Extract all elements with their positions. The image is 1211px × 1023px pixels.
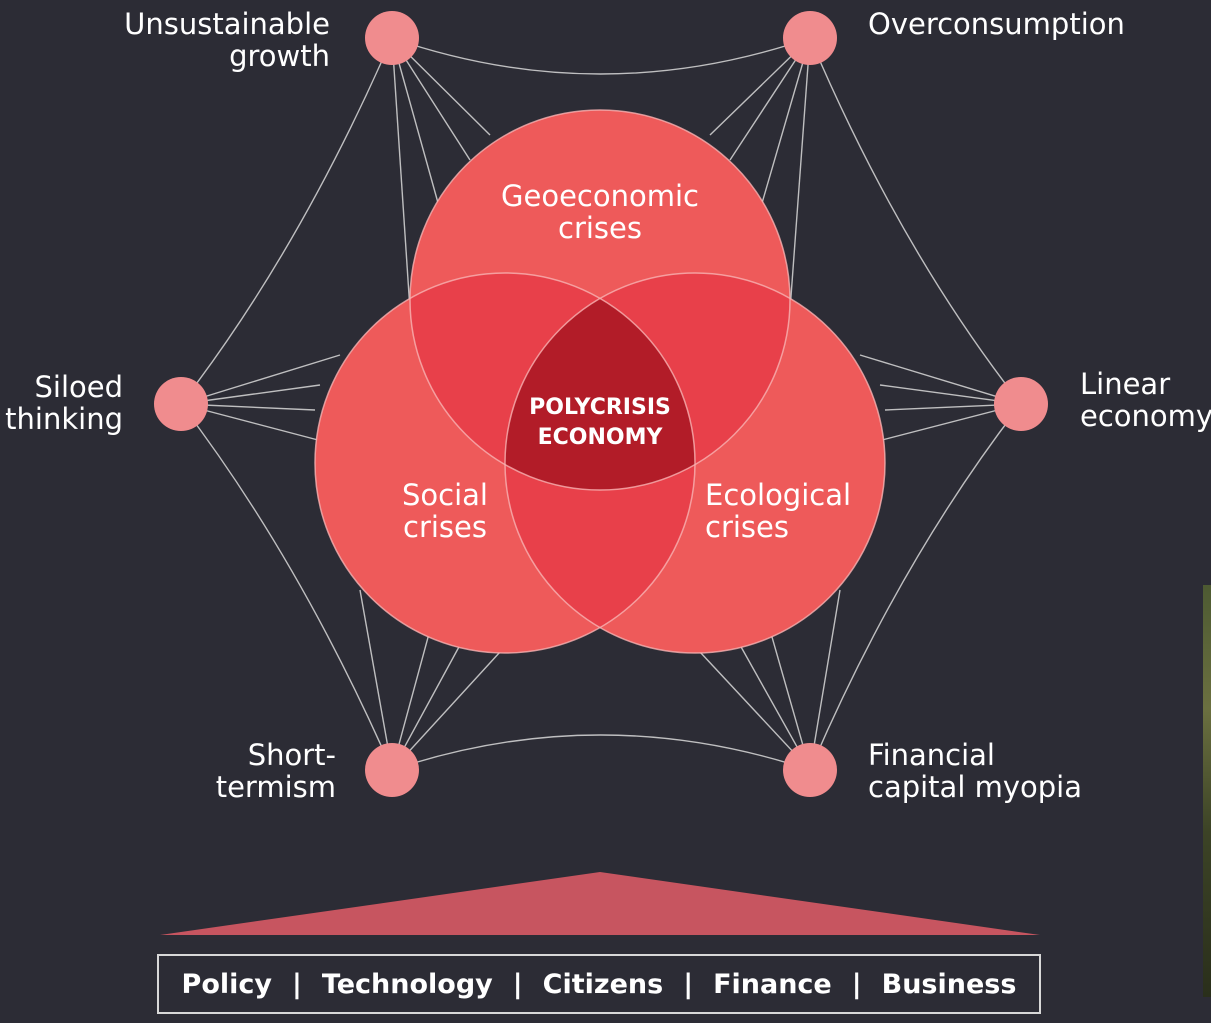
node-financial-capital-myopia xyxy=(783,743,837,797)
geoeconomic-label-line2: crises xyxy=(558,211,642,245)
driver-label-line1: Overconsumption xyxy=(868,7,1125,41)
stakeholder-business: Business xyxy=(881,968,1017,1000)
driver-label-line2: economy xyxy=(1080,399,1211,433)
ecological-crises-label: Ecological crises xyxy=(705,479,865,543)
connector-line xyxy=(180,354,341,405)
driver-label-financial-capital-myopia: Financial capital myopia xyxy=(868,739,1082,803)
driver-label-line2: capital myopia xyxy=(868,770,1082,804)
stakeholder-bar: Policy | Technology | Citizens | Finance… xyxy=(157,954,1041,1014)
driver-label-line1: Unsustainable xyxy=(124,7,330,41)
driver-label-line2: growth xyxy=(229,39,330,73)
social-label-line2: crises xyxy=(403,510,487,544)
separator: | xyxy=(512,968,523,1000)
separator: | xyxy=(851,968,862,1000)
center-label-line2: ECONOMY xyxy=(537,425,663,450)
center-label-line1: POLYCRISIS xyxy=(529,395,671,420)
separator: | xyxy=(292,968,302,1000)
node-siloed-thinking xyxy=(154,377,208,431)
driver-nodes xyxy=(154,11,1048,797)
driver-label-line1: Siloed xyxy=(34,370,123,404)
connector-line xyxy=(391,37,441,211)
ecological-label-line1: Ecological xyxy=(705,478,852,512)
venn-diagram xyxy=(314,109,886,654)
driver-label-overconsumption: Overconsumption xyxy=(868,8,1125,40)
stakeholder-technology: Technology xyxy=(321,968,493,1000)
stakeholder-policy: Policy xyxy=(181,968,272,1000)
driver-label-line2: thinking xyxy=(5,402,123,436)
node-unsustainable-growth xyxy=(365,11,419,65)
connector-line xyxy=(391,37,411,311)
driver-label-line1: Short- xyxy=(247,738,336,772)
connector-line xyxy=(859,354,1022,405)
connector-line xyxy=(759,37,811,211)
connector-line xyxy=(809,589,841,771)
connector-line xyxy=(180,37,393,405)
stakeholder-citizens: Citizens xyxy=(542,968,664,1000)
node-overconsumption xyxy=(783,11,837,65)
driver-label-line2: termism xyxy=(215,770,336,804)
stakeholder-triangle xyxy=(160,872,1040,935)
geoeconomic-crises-label: Geoeconomic crises xyxy=(480,180,720,244)
ecological-label-line2: crises xyxy=(705,510,789,544)
connector-line xyxy=(391,37,811,75)
node-short-termism xyxy=(365,743,419,797)
connector-line xyxy=(359,589,393,771)
driver-label-short-termism: Short- termism xyxy=(190,739,336,803)
connector-line xyxy=(391,734,811,771)
cropped-photo-edge xyxy=(1203,585,1211,997)
connector-line xyxy=(809,37,1022,405)
driver-label-line1: Linear xyxy=(1080,367,1171,401)
connector-line xyxy=(180,403,393,771)
node-linear-economy xyxy=(994,377,1048,431)
connector-line xyxy=(809,403,1022,771)
social-crises-label: Social crises xyxy=(365,479,525,543)
driver-label-siloed-thinking: Siloed thinking xyxy=(0,371,123,435)
stakeholder-finance: Finance xyxy=(713,968,832,1000)
driver-label-line1: Financial xyxy=(868,738,995,772)
driver-label-unsustainable-growth: Unsustainable growth xyxy=(100,8,330,72)
geoeconomic-label-line1: Geoeconomic xyxy=(501,179,699,213)
social-label-line1: Social xyxy=(402,478,488,512)
separator: | xyxy=(683,968,694,1000)
driver-label-linear-economy: Linear economy xyxy=(1080,368,1211,432)
polycrisis-core xyxy=(505,273,695,490)
center-label: POLYCRISIS ECONOMY xyxy=(520,393,680,453)
connector-line xyxy=(789,37,811,311)
